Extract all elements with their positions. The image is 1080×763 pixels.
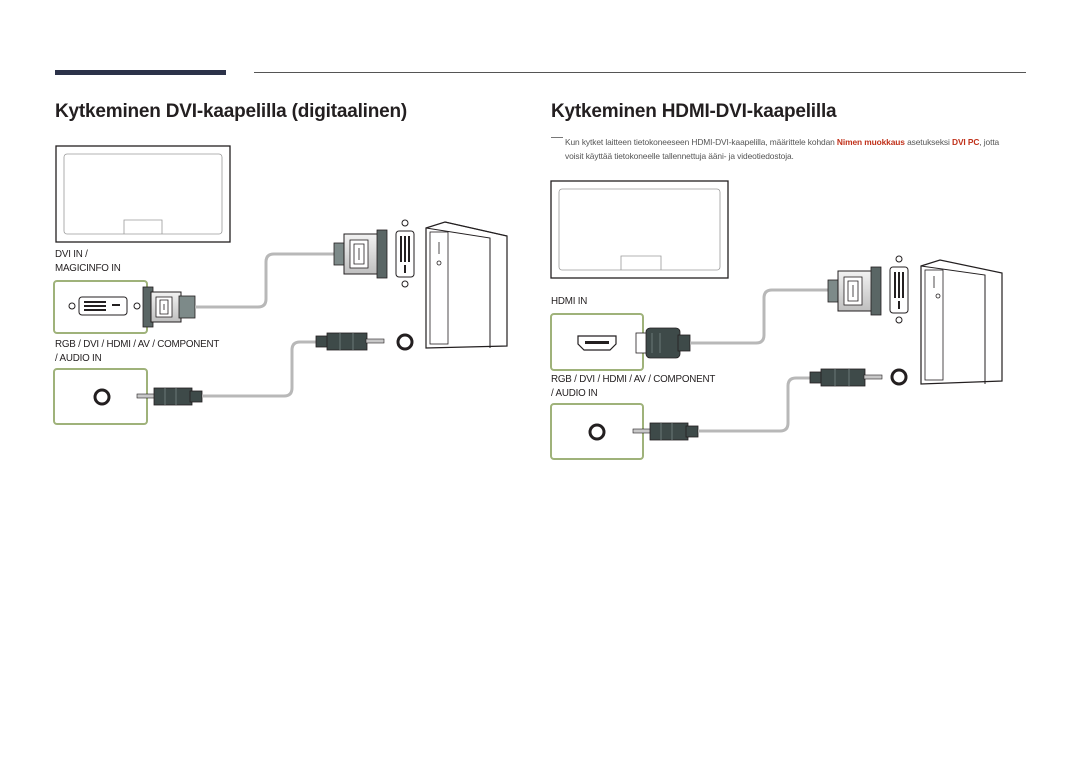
audio-cable-left (202, 340, 318, 398)
hdmi-port-label: HDMI IN (551, 296, 588, 307)
audio-port-label-right: RGB / DVI / HDMI / AV / COMPONENT/ AUDIO… (551, 374, 716, 399)
monitor-icon (550, 180, 729, 279)
audio-cable-right (698, 376, 812, 433)
pc-dvi-port-icon (395, 219, 415, 288)
pc-dvi-port-icon (889, 255, 909, 324)
note-highlight-name-edit: Nimen muokkaus (836, 137, 905, 147)
header-rule (254, 72, 1026, 73)
dvi-connector-icon (142, 286, 196, 328)
dvi-connector-icon (827, 266, 882, 316)
audio-jack-icon (53, 368, 148, 425)
monitor-icon (55, 145, 231, 243)
audio-jack-icon (550, 403, 644, 460)
dvi-cable-left (195, 252, 334, 309)
dvi-connector-icon (333, 229, 388, 279)
note-text: Kun kytket laitteen tietokoneeseen HDMI-… (565, 137, 1000, 161)
audio-port-label-left: RGB / DVI / HDMI / AV / COMPONENT/ AUDIO… (55, 339, 220, 364)
hdmi-connector-icon (635, 327, 691, 359)
pc-audio-jack-icon (396, 333, 414, 351)
pc-tower-icon (425, 221, 508, 349)
hdmi-port-icon (550, 313, 644, 371)
audio-plug-icon (809, 368, 883, 387)
audio-plug-icon (136, 387, 203, 406)
dvi-port-icon (53, 280, 148, 334)
hdmi-dvi-cable (690, 288, 828, 345)
header-accent-bar (55, 70, 226, 75)
section-title-hdmi-dvi: Kytkeminen HDMI-DVI-kaapelilla (551, 101, 837, 122)
note-dash (551, 137, 563, 138)
pc-tower-icon (920, 259, 1003, 385)
note-highlight-dvi-pc: DVI PC (952, 137, 980, 147)
audio-plug-icon (315, 332, 385, 351)
section-title-dvi: Kytkeminen DVI-kaapelilla (digitaalinen) (55, 101, 408, 122)
pc-audio-jack-icon (890, 368, 908, 386)
dvi-port-label: DVI IN /MAGICINFO IN (55, 249, 121, 274)
